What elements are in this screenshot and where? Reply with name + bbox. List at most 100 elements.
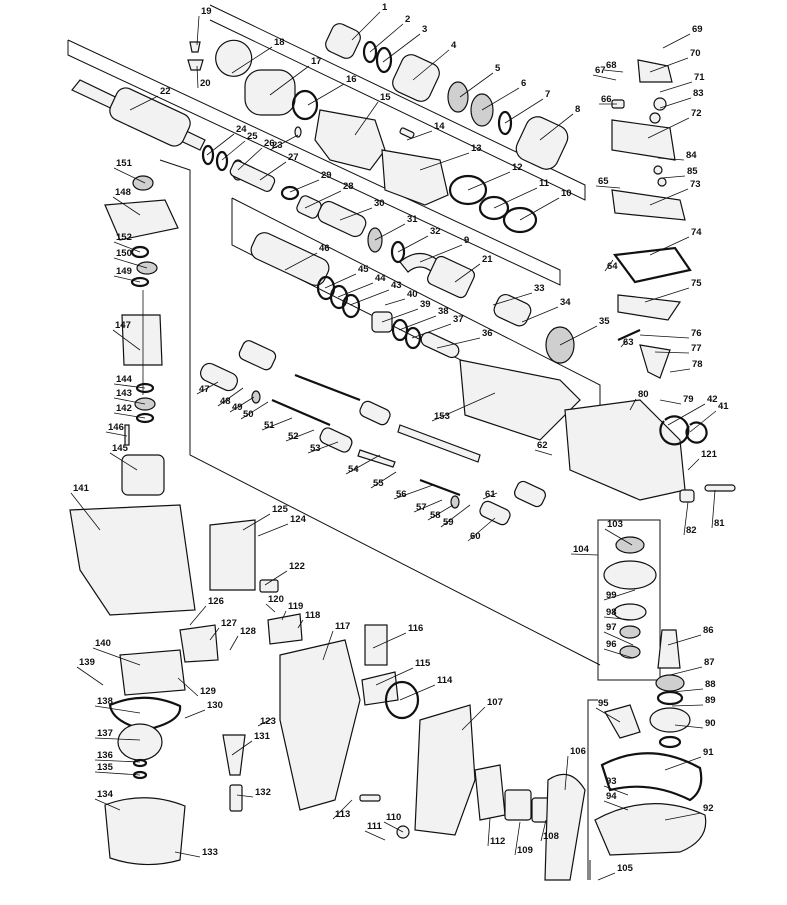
leader-line-70 [649,57,689,73]
part-number-40: 40 [407,289,418,300]
leader-line-73 [649,188,689,206]
leader-line-54 [345,454,381,475]
part-number-25: 25 [247,131,258,142]
part-number-118: 118 [305,610,320,621]
leader-line-71 [659,81,693,93]
part-number-112: 112 [490,836,505,847]
part-number-92: 92 [703,803,714,814]
part-number-114: 114 [437,675,453,686]
part-number-91: 91 [703,747,714,758]
part-number-85: 85 [687,166,698,177]
part-number-116: 116 [408,623,423,634]
leader-line-46 [284,252,318,271]
leader-line-40 [384,298,406,306]
leader-line-112 [487,817,491,847]
leader-line-24 [206,133,235,156]
crank-parts [250,232,581,441]
leader-line-30 [339,207,373,221]
frame-front-assembly [209,4,586,201]
part-number-53: 53 [310,443,321,454]
leader-line-4 [412,49,450,81]
leader-line-116 [372,632,407,649]
part-number-66: 66 [601,94,612,105]
leader-line-65 [595,185,621,189]
leader-line-143 [113,397,146,405]
gear-housing-parts [564,59,736,503]
part-number-128: 128 [240,626,256,637]
leader-line-88 [671,688,704,693]
leader-line-55 [370,471,397,489]
part-number-63: 63 [623,337,634,348]
leader-line-85 [661,175,686,179]
leader-line-37 [411,323,452,339]
leader-line-134 [94,798,121,811]
part-number-11: 11 [539,178,550,189]
leader-line-76 [639,334,690,339]
leader-line-18 [231,46,273,74]
part-number-54: 54 [348,464,359,475]
part-number-36: 36 [482,328,493,339]
frame-gear-assembly [597,519,661,681]
part-number-95: 95 [598,698,609,709]
leader-line-135 [94,771,141,776]
leader-line-153 [431,392,496,422]
part-number-132: 132 [255,787,271,798]
gear-stack-parts [603,536,657,659]
leader-line-28 [304,190,342,209]
part-number-99: 99 [606,590,617,601]
part-number-139: 139 [79,657,95,668]
leader-line-136 [94,759,141,763]
part-number-10: 10 [561,188,572,199]
part-number-144: 144 [116,374,133,385]
part-number-117: 117 [335,621,350,632]
part-number-121: 121 [701,449,718,460]
part-number-47: 47 [199,384,210,395]
part-number-106: 106 [570,746,586,757]
leader-line-141 [70,492,101,531]
part-number-145: 145 [112,443,129,454]
leader-line-133 [174,851,201,858]
part-number-67: 67 [595,65,606,76]
leader-line-22 [129,95,159,111]
leader-line-60 [467,517,496,542]
part-number-76: 76 [691,328,702,339]
leader-line-125 [242,513,271,531]
leader-line-122 [264,570,288,586]
leader-line-58 [427,504,454,521]
leader-line-61 [482,492,498,500]
leader-line-33 [492,292,533,306]
part-number-77: 77 [691,343,702,354]
leader-line-1 [351,11,381,41]
leader-line-97 [603,631,634,646]
leader-line-14 [406,130,433,141]
leader-line-41 [689,410,717,433]
leader-line-82 [683,501,689,536]
leader-line-11 [493,187,538,209]
leader-line-42 [667,403,706,426]
part-number-90: 90 [705,718,716,729]
part-number-141: 141 [73,483,90,494]
part-number-88: 88 [705,679,716,690]
part-number-94: 94 [606,791,617,802]
part-number-64: 64 [607,261,618,272]
part-number-136: 136 [97,750,113,761]
leader-line-21 [454,263,481,283]
part-number-20: 20 [200,78,211,89]
leader-line-2 [369,23,404,53]
part-number-29: 29 [321,170,332,181]
part-number-84: 84 [686,150,697,161]
leader-line-90 [674,724,704,729]
part-number-22: 22 [160,86,171,97]
part-number-35: 35 [599,316,610,327]
part-number-110: 110 [386,812,401,823]
part-number-75: 75 [691,278,702,289]
part-number-18: 18 [274,37,285,48]
leader-line-108 [540,819,547,842]
leader-line-94 [603,800,629,811]
leader-line-83 [659,97,692,109]
part-number-122: 122 [289,561,305,572]
leader-line-44 [337,282,374,298]
leader-line-57 [413,499,443,513]
part-number-28: 28 [343,181,354,192]
part-number-146: 146 [108,422,124,433]
